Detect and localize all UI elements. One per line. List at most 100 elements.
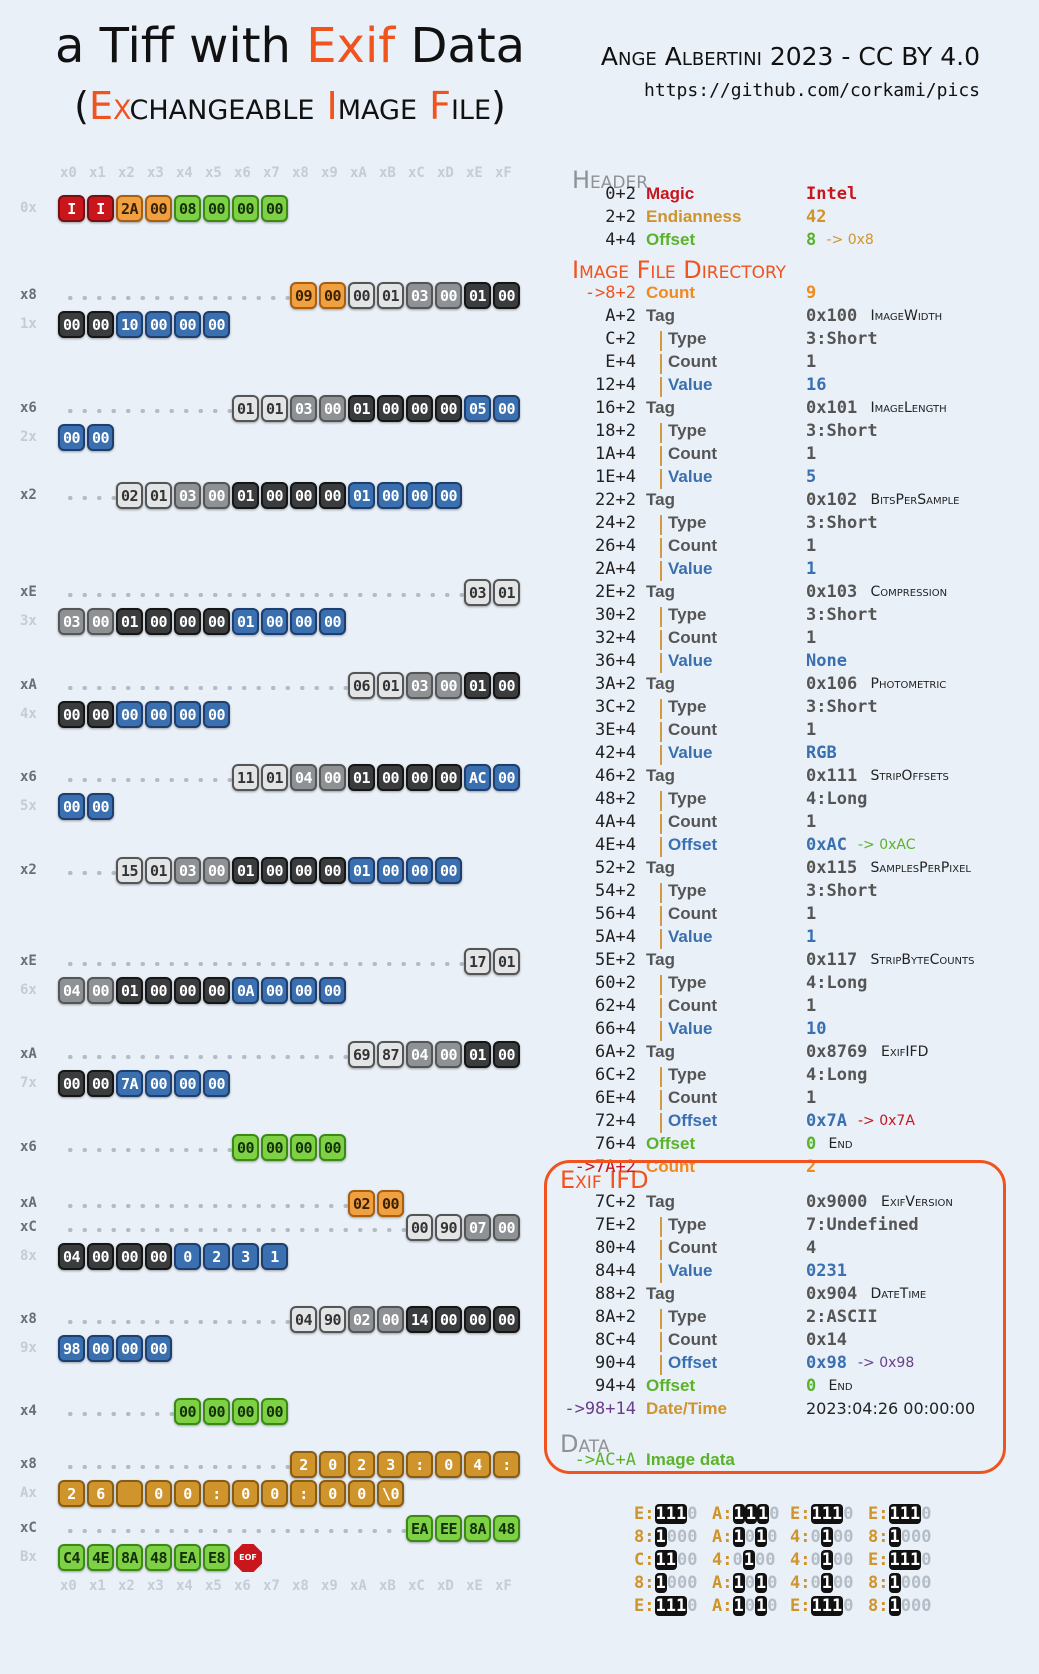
field-value: 4 [806,1238,817,1258]
hex-byte: 01 [348,395,375,422]
field-group-bar [660,377,662,397]
field-value: 8 [806,230,817,250]
hex-column-header: x5 [205,165,222,181]
pixel-glyph: 1 [654,1573,667,1593]
pixel-glyph: 0 [921,1550,932,1570]
pixel-group: 4:0100 [712,1550,775,1570]
hex-byte: 00 [493,282,520,309]
subtitle-highlight: I [326,84,338,128]
subtitle-part: mage [337,84,430,128]
hex-column-header: xB [379,165,396,181]
hex-byte: 3 [232,1243,259,1270]
hex-byte: 02 [348,1190,375,1217]
hex-byte: 00 [435,672,462,699]
field-description: SamplesPerPixel [870,860,971,876]
hex-byte: 01 [348,482,375,509]
title-text: a Tiff with [54,18,307,74]
pixel-glyph: 00 [755,1550,776,1570]
hex-byte: 02 [348,1306,375,1333]
field-name: Type [668,605,707,624]
pixel-glyph: : [800,1550,811,1570]
skipped-bytes-dots [58,1320,290,1324]
field-offset: 32+4 [595,628,636,648]
field-offset: 6C+2 [595,1065,636,1085]
field-group-bar [660,515,662,535]
source-url[interactable]: https://github.com/corkami/pics [644,80,980,101]
hex-row-offset: 4x [20,706,37,722]
hex-byte: 4 [464,1451,491,1478]
field-value: 1 [806,444,817,464]
pixel-glyph: E [634,1504,645,1524]
hex-byte [116,1480,143,1507]
hex-byte: 00 [319,764,346,791]
field-value: 0x117 [806,950,858,970]
hex-byte: 00 [87,701,114,728]
field-offset: 24+2 [595,513,636,533]
pixel-glyph: 1 [755,1527,768,1547]
field-name: Type [668,1307,707,1326]
field-name: Type [668,1215,707,1234]
pixel-glyph: 0 [744,1527,755,1547]
pixel-glyph: 1 [732,1596,745,1616]
field-group-bar [660,814,662,834]
field-value: 4:Long [806,789,868,809]
hex-column-header: x1 [89,165,106,181]
pixel-glyph: A [712,1596,723,1616]
field-name: Offset [646,230,696,249]
field-value: 0xAC [806,835,847,855]
field-offset: 60+2 [595,973,636,993]
hex-byte: 00 [203,311,230,338]
field-name: Value [668,559,713,578]
pointer-note: -> 0xAC [858,837,916,853]
hex-byte: 00 [493,1306,520,1333]
hex-byte: 03 [290,395,317,422]
field-group-bar [660,1021,662,1041]
field-offset: 3C+2 [595,697,636,717]
hex-byte: 07 [464,1214,491,1241]
hex-byte: 2 [290,1451,317,1478]
hex-byte: 00 [493,1214,520,1241]
hex-byte: 00 [261,482,288,509]
field-description: BitsPerSample [870,492,960,508]
hex-byte: 0 [174,1480,201,1507]
hex-byte: : [493,1451,520,1478]
field-name: Value [668,927,713,946]
field-group-bar [660,906,662,926]
pixel-glyph: 1 [732,1504,745,1524]
field-offset: 8A+2 [595,1307,636,1327]
field-group-bar [660,354,662,374]
hex-row-offset: Ax [20,1485,37,1501]
hex-byte: 00 [174,1070,201,1097]
field-offset: 7E+2 [595,1215,636,1235]
field-name: Magic [646,184,695,203]
skipped-bytes-dots [58,1204,348,1208]
field-group-bar [660,929,662,949]
pixel-group: E:1110 [634,1504,697,1524]
hex-byte: 06 [348,672,375,699]
field-name: Image data [646,1450,735,1469]
skipped-bytes-dots [58,496,116,500]
section-header: Header [572,166,649,194]
field-name: Tag [646,398,675,417]
hex-row-offset: xC [20,1520,37,1536]
hex-byte: EA [174,1544,201,1571]
pixel-glyph: 111 [810,1504,844,1524]
field-name: Offset [646,1376,696,1395]
section-ifd: Image File Directory [572,256,787,284]
pixel-glyph: 4 [790,1550,801,1570]
field-value: 1 [806,720,817,740]
hex-byte: 0A [232,977,259,1004]
pixel-glyph: 000 [900,1596,932,1616]
hex-byte: 00 [290,1134,317,1161]
field-name: Tag [646,674,675,693]
hex-column-header: x2 [118,1578,135,1594]
skipped-bytes-dots [58,962,464,966]
field-name: Tag [646,1042,675,1061]
pixel-glyph: : [722,1573,733,1593]
field-offset: 52+2 [595,858,636,878]
field-value: 3:Short [806,605,878,625]
hex-byte: 00 [203,195,230,222]
field-offset: 4E+4 [595,835,636,855]
field-offset: 7C+2 [595,1192,636,1212]
hex-column-header: x6 [234,165,251,181]
